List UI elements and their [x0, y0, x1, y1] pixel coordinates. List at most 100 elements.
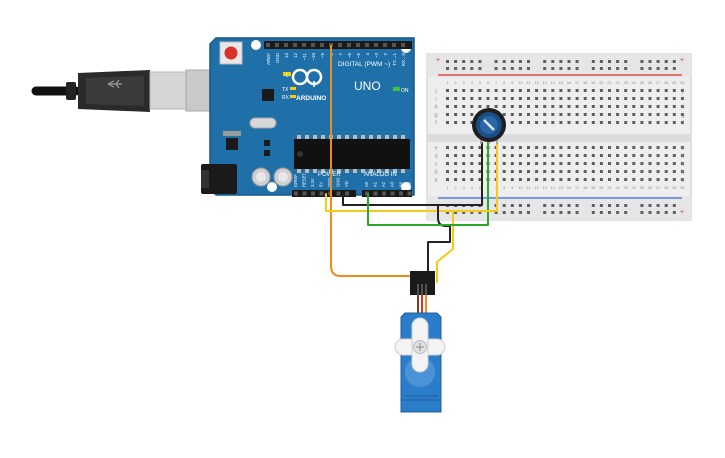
terminal-hole[interactable]	[551, 178, 555, 181]
terminal-hole[interactable]	[583, 170, 587, 173]
rail-hole[interactable]	[591, 211, 595, 214]
terminal-hole[interactable]	[543, 154, 547, 157]
terminal-hole[interactable]	[510, 97, 514, 100]
terminal-hole[interactable]	[502, 89, 506, 92]
rail-hole[interactable]	[567, 67, 571, 70]
terminal-hole[interactable]	[664, 105, 668, 108]
terminal-hole[interactable]	[478, 97, 482, 100]
terminal-hole[interactable]	[608, 97, 611, 100]
terminal-hole[interactable]	[632, 146, 636, 149]
header-pin[interactable]	[338, 43, 342, 47]
terminal-hole[interactable]	[559, 89, 563, 92]
terminal-hole[interactable]	[624, 178, 628, 181]
terminal-hole[interactable]	[648, 121, 652, 124]
rail-hole[interactable]	[446, 211, 449, 214]
terminal-hole[interactable]	[502, 154, 506, 157]
terminal-hole[interactable]	[608, 105, 611, 108]
terminal-hole[interactable]	[502, 178, 506, 181]
terminal-hole[interactable]	[454, 105, 458, 108]
terminal-hole[interactable]	[567, 89, 571, 92]
terminal-hole[interactable]	[543, 113, 547, 116]
terminal-hole[interactable]	[518, 154, 522, 157]
terminal-hole[interactable]	[551, 97, 555, 100]
terminal-hole[interactable]	[559, 121, 563, 124]
terminal-hole[interactable]	[680, 89, 684, 92]
terminal-hole[interactable]	[599, 105, 603, 108]
header-pin[interactable]	[311, 191, 315, 196]
terminal-hole[interactable]	[527, 178, 530, 181]
rail-hole[interactable]	[551, 60, 555, 63]
terminal-hole[interactable]	[648, 146, 652, 149]
terminal-hole[interactable]	[640, 170, 644, 173]
terminal-hole[interactable]	[518, 162, 522, 165]
terminal-hole[interactable]	[462, 178, 466, 181]
terminal-hole[interactable]	[575, 113, 579, 116]
terminal-hole[interactable]	[591, 178, 595, 181]
header-pin[interactable]	[266, 43, 270, 47]
terminal-hole[interactable]	[478, 105, 482, 108]
rail-hole[interactable]	[478, 211, 482, 214]
terminal-hole[interactable]	[518, 170, 522, 173]
terminal-hole[interactable]	[510, 146, 514, 149]
terminal-hole[interactable]	[567, 154, 571, 157]
terminal-hole[interactable]	[632, 89, 636, 92]
terminal-hole[interactable]	[648, 97, 652, 100]
terminal-hole[interactable]	[599, 89, 603, 92]
terminal-hole[interactable]	[575, 154, 579, 157]
terminal-hole[interactable]	[567, 121, 571, 124]
terminal-hole[interactable]	[575, 170, 579, 173]
terminal-hole[interactable]	[543, 170, 547, 173]
terminal-hole[interactable]	[462, 170, 466, 173]
rail-hole[interactable]	[527, 60, 530, 63]
rail-hole[interactable]	[624, 67, 628, 70]
terminal-hole[interactable]	[591, 170, 595, 173]
terminal-hole[interactable]	[478, 89, 482, 92]
rail-hole[interactable]	[478, 60, 482, 63]
header-pin[interactable]	[284, 43, 288, 47]
rail-hole[interactable]	[648, 211, 652, 214]
header-pin[interactable]	[365, 43, 369, 47]
rail-hole[interactable]	[543, 211, 547, 214]
rail-hole[interactable]	[470, 60, 474, 63]
terminal-hole[interactable]	[599, 154, 603, 157]
terminal-hole[interactable]	[664, 170, 668, 173]
terminal-hole[interactable]	[664, 89, 668, 92]
terminal-hole[interactable]	[608, 170, 611, 173]
terminal-hole[interactable]	[559, 105, 563, 108]
terminal-hole[interactable]	[616, 154, 620, 157]
rail-hole[interactable]	[559, 204, 563, 207]
terminal-hole[interactable]	[632, 154, 636, 157]
rail-hole[interactable]	[648, 60, 652, 63]
terminal-hole[interactable]	[664, 146, 668, 149]
rail-hole[interactable]	[494, 67, 498, 70]
servo-motor[interactable]	[394, 271, 446, 413]
terminal-hole[interactable]	[527, 113, 530, 116]
rail-hole[interactable]	[502, 211, 506, 214]
rail-hole[interactable]	[616, 60, 620, 63]
rail-hole[interactable]	[454, 67, 458, 70]
rail-hole[interactable]	[478, 67, 482, 70]
terminal-hole[interactable]	[543, 105, 547, 108]
rail-hole[interactable]	[575, 60, 579, 63]
terminal-hole[interactable]	[543, 178, 547, 181]
terminal-hole[interactable]	[616, 178, 620, 181]
rail-hole[interactable]	[648, 67, 652, 70]
terminal-hole[interactable]	[640, 146, 644, 149]
terminal-hole[interactable]	[559, 162, 563, 165]
rail-hole[interactable]	[527, 67, 530, 70]
terminal-hole[interactable]	[567, 170, 571, 173]
terminal-hole[interactable]	[672, 105, 676, 108]
terminal-hole[interactable]	[664, 154, 668, 157]
terminal-hole[interactable]	[591, 105, 595, 108]
terminal-hole[interactable]	[648, 154, 652, 157]
rail-hole[interactable]	[502, 204, 506, 207]
terminal-hole[interactable]	[632, 105, 636, 108]
terminal-hole[interactable]	[527, 162, 530, 165]
terminal-hole[interactable]	[454, 178, 458, 181]
terminal-hole[interactable]	[616, 146, 620, 149]
terminal-hole[interactable]	[608, 121, 611, 124]
terminal-hole[interactable]	[640, 154, 644, 157]
rail-hole[interactable]	[551, 211, 555, 214]
terminal-hole[interactable]	[559, 97, 563, 100]
header-pin[interactable]	[365, 191, 369, 196]
